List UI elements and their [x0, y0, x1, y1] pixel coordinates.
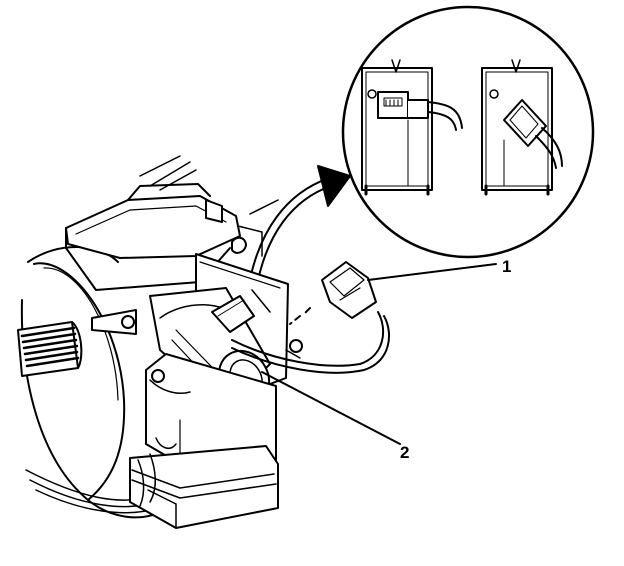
detail-pointer-arrow: [252, 166, 350, 290]
splined-shaft: [18, 322, 81, 376]
detail-inset-circle: [343, 7, 593, 257]
detail-inset: [343, 7, 593, 257]
callout-1-leader: [368, 264, 496, 280]
connector-plug: [322, 262, 376, 318]
detail-view-seated: [362, 60, 462, 194]
callout-1-number: 1: [502, 257, 511, 276]
connector-harness: [232, 262, 389, 373]
callout-2-number: 2: [400, 443, 409, 462]
detail-view-tilted: [482, 60, 562, 194]
base-block: [130, 446, 278, 528]
lock-housing: [66, 156, 278, 290]
callout-2-leader: [262, 372, 400, 444]
